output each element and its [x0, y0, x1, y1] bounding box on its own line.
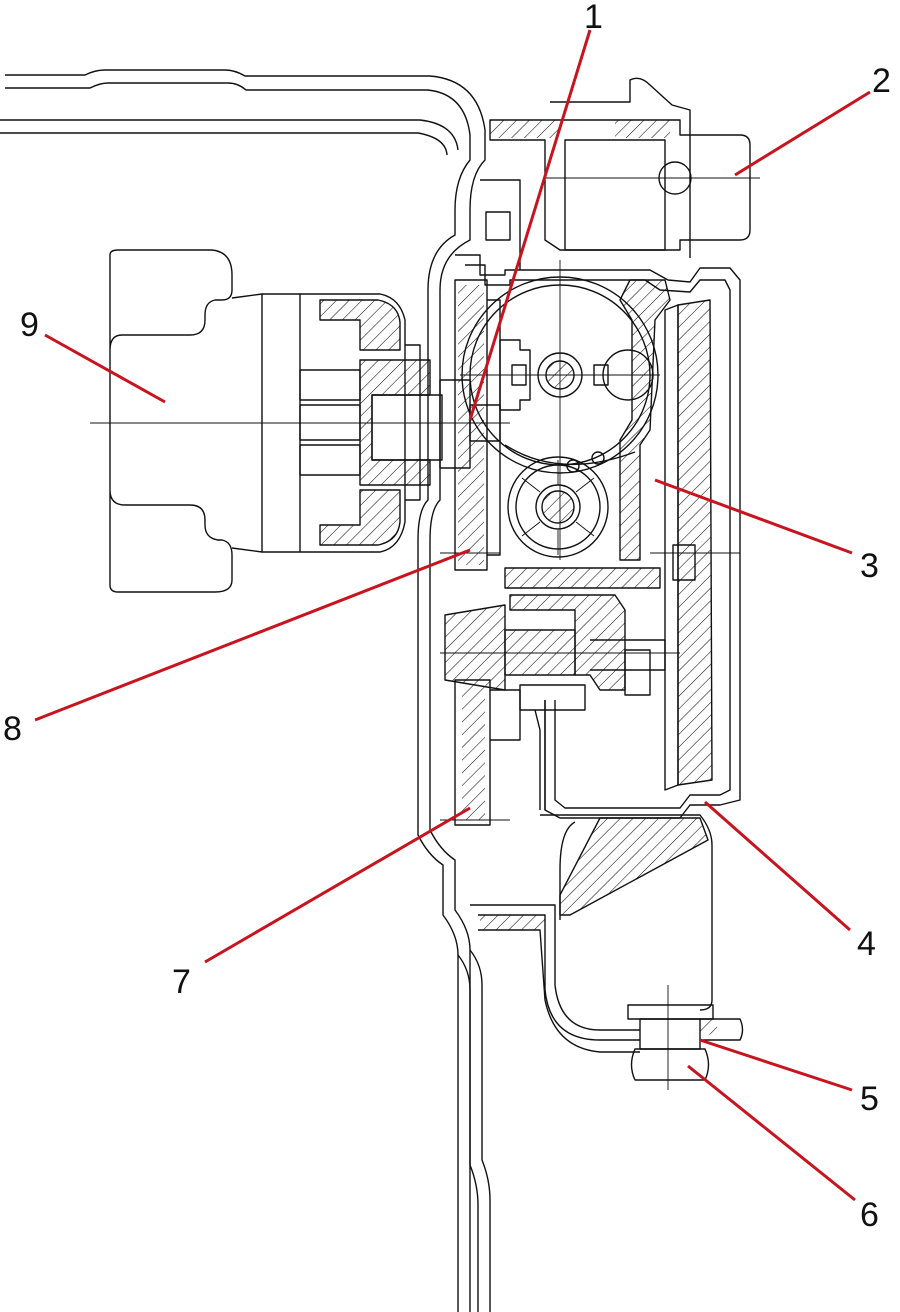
small-gear — [504, 444, 636, 558]
leader-8 — [34, 548, 471, 722]
leader-4 — [704, 800, 851, 932]
leader-2 — [734, 90, 871, 177]
leader-3 — [654, 478, 853, 555]
lower-gear-shaft — [440, 594, 680, 810]
callout-9: 9 — [20, 306, 39, 344]
top-connector — [480, 77, 760, 270]
leader-7 — [204, 806, 471, 964]
drain-plug — [627, 985, 744, 1090]
callout-7: 7 — [172, 963, 191, 1001]
callout-5: 5 — [860, 1080, 879, 1118]
callout-labels: 1 2 3 4 5 6 7 8 9 — [3, 0, 891, 1234]
actuator-knob — [109, 249, 443, 593]
callout-1: 1 — [584, 0, 603, 36]
outer-panel — [0, 69, 486, 320]
housing-left-wall — [417, 320, 491, 1312]
leader-9 — [44, 333, 166, 404]
leader-1 — [468, 29, 592, 421]
vertical-disc-plate — [440, 279, 501, 571]
lower-duct — [470, 814, 713, 1053]
leader-6 — [687, 1064, 856, 1202]
callout-8: 8 — [3, 710, 22, 748]
callout-2: 2 — [872, 62, 891, 100]
leader-lines — [34, 29, 871, 1202]
callout-3: 3 — [860, 547, 879, 585]
leader-5 — [699, 1038, 853, 1092]
lower-plate — [440, 679, 521, 826]
callout-4: 4 — [857, 925, 876, 963]
callout-6: 6 — [860, 1196, 879, 1234]
